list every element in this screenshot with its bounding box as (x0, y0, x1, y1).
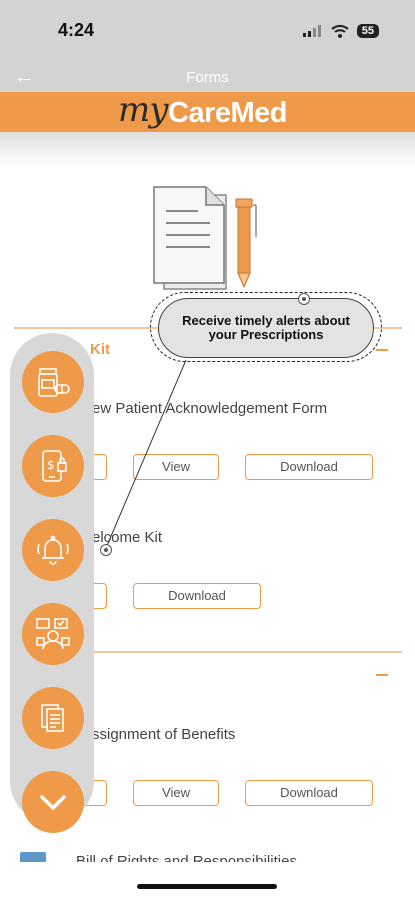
wifi-icon (331, 24, 349, 38)
medicine-icon (38, 368, 70, 397)
chevron-down-icon (40, 795, 66, 810)
collapse-icon[interactable] (376, 674, 388, 676)
bottom-fade (0, 862, 415, 900)
quick-menu-collapse-button[interactable] (22, 771, 84, 833)
page-title: Forms (186, 69, 229, 86)
download-button[interactable]: Download (245, 780, 373, 806)
alert-bell-icon (37, 535, 69, 565)
svg-text:$: $ (47, 458, 55, 472)
quick-menu-support-button[interactable] (22, 603, 84, 665)
status-indicators: 55 (302, 24, 379, 38)
home-indicator[interactable] (137, 884, 277, 889)
tooltip-dashed-outline (150, 292, 382, 362)
header-shadow (0, 132, 415, 167)
form-title: ssignment of Benefits (92, 726, 236, 743)
download-button[interactable]: Download (133, 583, 261, 609)
quick-menu-medicine-button[interactable] (22, 351, 84, 413)
brand-prefix: my (118, 90, 168, 130)
quick-menu-documents-button[interactable] (22, 687, 84, 749)
view-button[interactable]: View (133, 454, 219, 480)
nav-bar: ← Forms (0, 64, 415, 92)
quick-menu-alerts-button[interactable] (22, 519, 84, 581)
collapse-icon[interactable] (376, 349, 388, 351)
document-pen-illustration (153, 186, 257, 290)
cellular-signal-icon (302, 25, 321, 37)
brand-bar: my CareMed (0, 90, 415, 132)
tooltip-text: Receive timely alerts about your Prescri… (182, 313, 350, 342)
form-title: elcome Kit (92, 529, 163, 546)
bell-anchor-ring (100, 544, 112, 556)
support-agent-icon (36, 618, 70, 650)
section-divider (80, 651, 402, 653)
quick-menu-payment-button[interactable]: $ (22, 435, 84, 497)
status-time: 4:24 (58, 20, 95, 40)
documents-icon (41, 704, 64, 732)
mobile-payment-icon: $ (42, 450, 67, 482)
back-arrow-icon[interactable]: ← (14, 66, 34, 88)
form-title: ew Patient Acknowledgement Form (92, 400, 328, 417)
battery-icon: 55 (356, 24, 379, 38)
download-button[interactable]: Download (245, 454, 373, 480)
tooltip-anchor-ring (298, 293, 310, 305)
tooltip-bubble: Receive timely alerts about your Prescri… (158, 298, 374, 358)
quick-menu: $ (10, 333, 94, 833)
brand-name: CareMed (168, 97, 288, 129)
status-bar: 4:24 55 (0, 0, 415, 64)
section-title-kit: Kit (90, 341, 110, 358)
view-button[interactable]: View (133, 780, 219, 806)
